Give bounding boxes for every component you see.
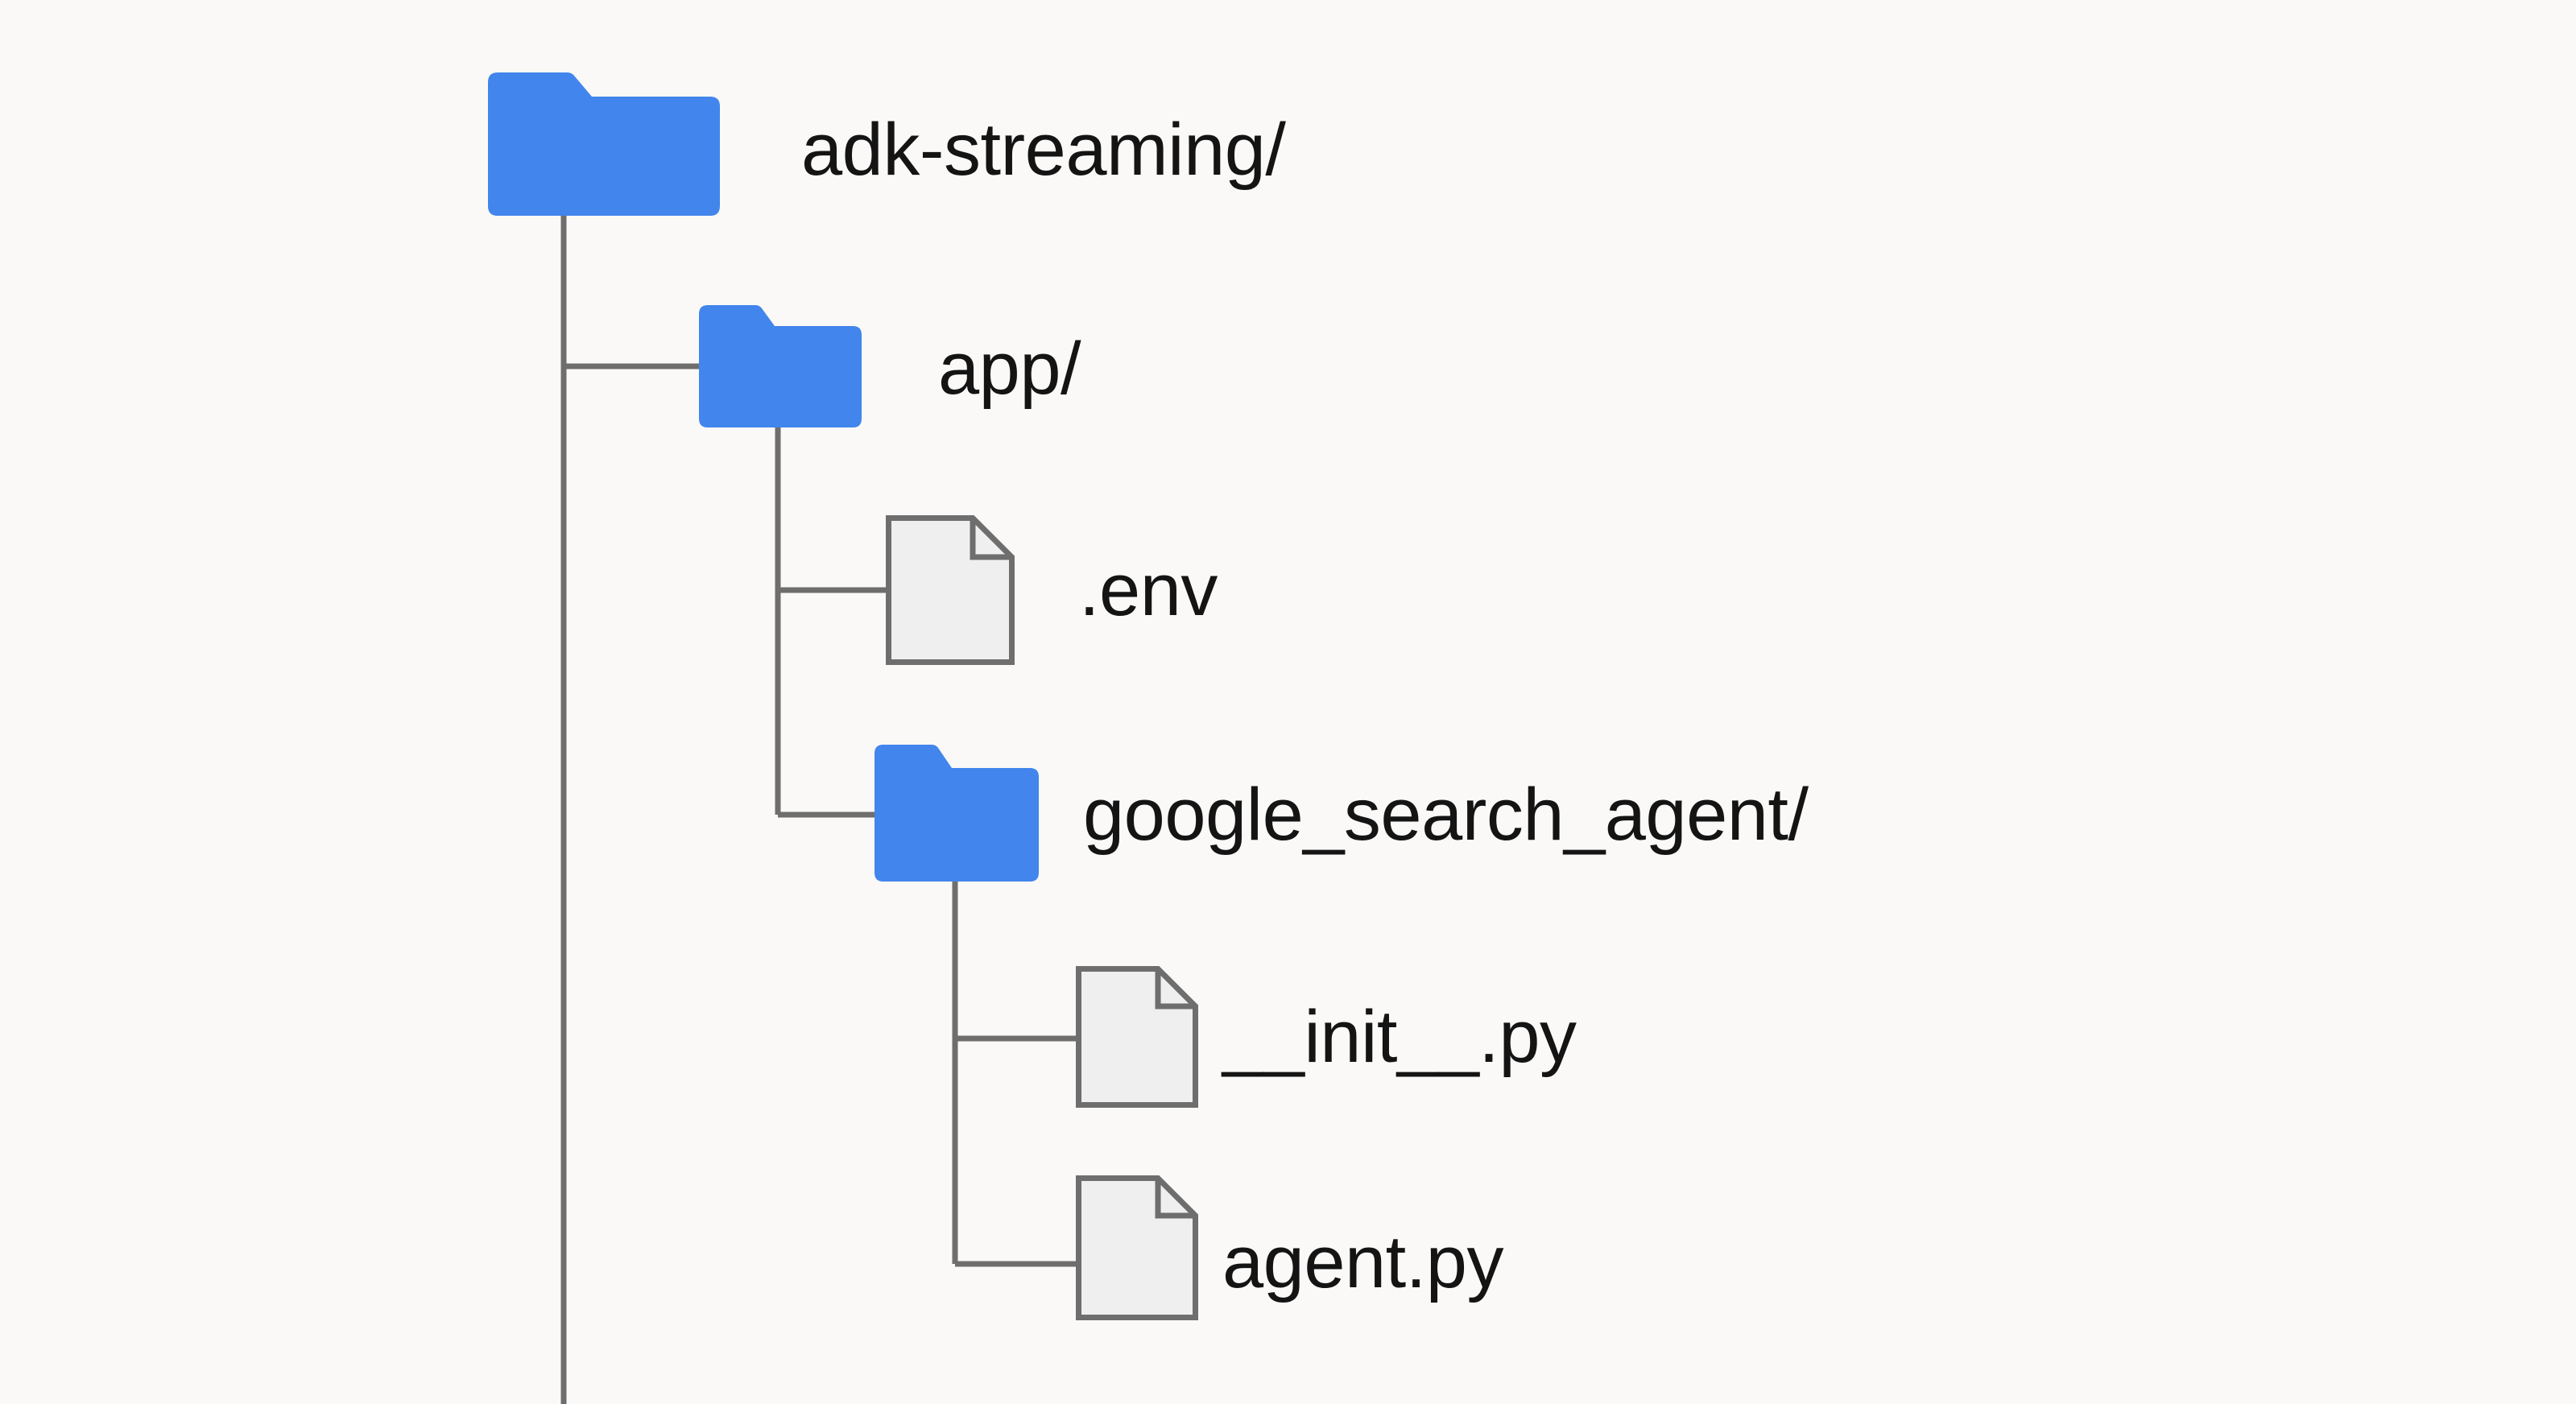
folder-icon[interactable]	[699, 305, 862, 427]
file-icon[interactable]	[1076, 966, 1198, 1108]
file-icon[interactable]	[886, 515, 1015, 665]
file-icon[interactable]	[1076, 1175, 1198, 1320]
node-label-google-search-agent: google_search_agent/	[1083, 774, 1809, 856]
folder-icon[interactable]	[875, 745, 1039, 882]
node-label-env: .env	[1079, 549, 1218, 631]
folder-icon[interactable]	[488, 72, 720, 216]
node-label-init-py: __init__.py	[1222, 996, 1577, 1078]
node-label-agent-py: agent.py	[1222, 1221, 1503, 1303]
node-label-adk-streaming: adk-streaming/	[801, 109, 1286, 191]
node-label-app: app/	[938, 328, 1081, 410]
